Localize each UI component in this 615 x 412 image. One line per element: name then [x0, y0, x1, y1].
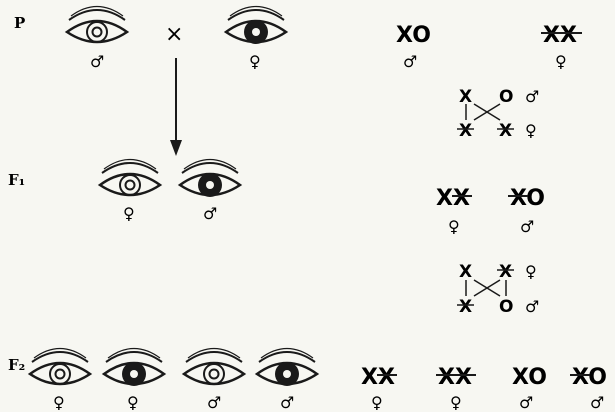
female-symbol: ♀: [123, 204, 135, 223]
female-symbol: ♀: [371, 393, 383, 412]
male-symbol: ♂: [525, 87, 539, 106]
male-symbol: ♂: [207, 393, 221, 412]
male-symbol: ♂: [519, 393, 533, 412]
genotype-x-x-star: XX: [436, 186, 470, 211]
white-eye-icon: [67, 7, 127, 43]
genotype-xo: XO: [396, 23, 431, 48]
chrom-x-star: X: [459, 121, 472, 141]
female-symbol: ♀: [127, 393, 139, 412]
dark-eye-icon: [257, 349, 317, 387]
white-eye-icon: [184, 349, 244, 385]
female-symbol: ♀: [555, 52, 567, 71]
male-symbol: ♂: [90, 52, 104, 71]
chrom-x-star: X: [499, 262, 512, 282]
dark-eye-icon: [104, 349, 164, 387]
male-symbol: ♂: [590, 393, 604, 412]
male-symbol: ♂: [525, 297, 539, 316]
genotype-x-star-x-star: XX: [438, 365, 472, 390]
genotype-x-star-x-star: XX: [543, 23, 577, 48]
chrom-x-star: X: [499, 121, 512, 141]
arrow-head-icon: [170, 140, 182, 156]
male-symbol: ♂: [203, 204, 217, 223]
chrom-x-star: X: [459, 297, 472, 317]
female-symbol: ♀: [448, 217, 460, 236]
genotype-x-star-o: XO: [572, 365, 607, 390]
label-p: P: [14, 14, 25, 32]
white-eye-icon: [100, 160, 160, 196]
male-symbol: ♂: [280, 393, 294, 412]
chrom-x: X: [459, 262, 472, 282]
female-symbol: ♀: [249, 52, 261, 71]
male-symbol: ♂: [520, 217, 534, 236]
dark-eye-icon: [180, 160, 240, 198]
female-symbol: ♀: [525, 121, 537, 140]
male-symbol: ♂: [403, 52, 417, 71]
dark-eye-icon: [226, 7, 286, 45]
chrom-o: O: [499, 87, 513, 107]
genotype-x-star-o: XO: [510, 186, 545, 211]
female-symbol: ♀: [450, 393, 462, 412]
female-symbol: ♀: [53, 393, 65, 412]
chrom-o: O: [499, 297, 513, 317]
label-f2: F₂: [8, 356, 25, 374]
genotype-xo: XO: [512, 365, 547, 390]
genotype-x-x-star: XX: [361, 365, 395, 390]
white-eye-icon: [30, 349, 90, 385]
label-f1: F₁: [8, 171, 25, 189]
cross-sign: ×: [165, 22, 183, 47]
female-symbol: ♀: [525, 262, 537, 281]
